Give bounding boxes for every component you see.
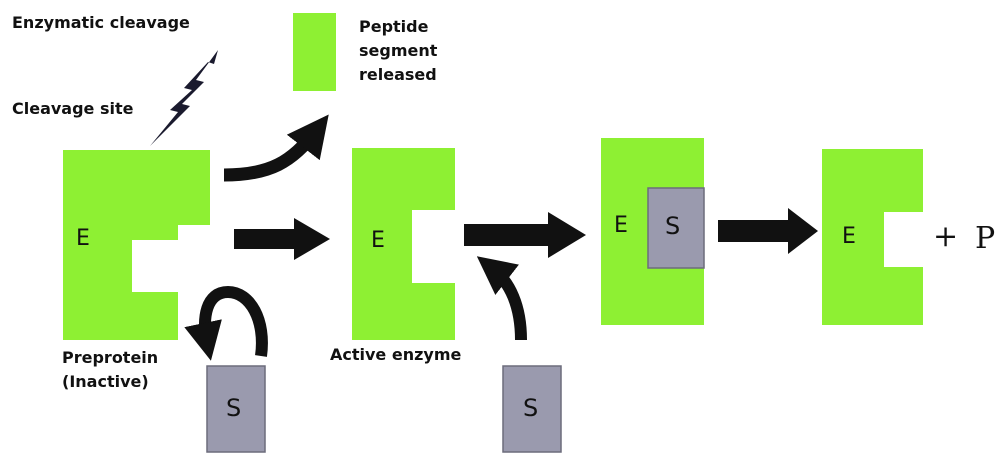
reaction-arrow-3 — [718, 208, 818, 254]
product-letter: P — [975, 221, 996, 256]
peptide-label-line2: segment — [359, 41, 438, 60]
reaction-arrow-1 — [234, 218, 330, 260]
preprotein-enzyme-letter: E — [76, 226, 90, 251]
complex-enzyme-letter: E — [614, 213, 628, 238]
free-enzyme — [822, 149, 923, 325]
peptide-release-arrow — [223, 114, 329, 182]
lightning-bolt-icon — [150, 50, 218, 146]
free-enzyme-letter: E — [842, 224, 856, 249]
substrate-block-1 — [206, 365, 266, 453]
reaction-arrow-2 — [464, 212, 586, 258]
substrate-letter-2: S — [523, 394, 539, 422]
active-enzyme — [352, 148, 455, 340]
enzyme-substrate-complex-enzyme — [601, 138, 704, 325]
cleavage-site-label: Cleavage site — [12, 99, 134, 118]
active-enzyme-letter: E — [371, 228, 385, 253]
preprotein-enzyme — [63, 150, 210, 340]
peptide-segment — [293, 13, 336, 91]
complex-substrate-letter: S — [665, 212, 681, 240]
substrate-block-2 — [502, 365, 562, 453]
substrate-binding-arrow — [476, 256, 527, 341]
active-enzyme-label: Active enzyme — [330, 345, 462, 364]
plus-sign: + — [933, 219, 959, 254]
complex-substrate-block — [647, 187, 705, 269]
peptide-label-line3: released — [359, 65, 437, 84]
peptide-label-line1: Peptide — [359, 17, 429, 36]
preprotein-label-line2: (Inactive) — [62, 372, 149, 391]
preprotein-label-line1: Preprotein — [62, 348, 159, 367]
enzymatic-cleavage-label: Enzymatic cleavage — [12, 13, 190, 32]
preprotein-loop-arrow — [184, 285, 268, 361]
substrate-letter-1: S — [226, 394, 242, 422]
